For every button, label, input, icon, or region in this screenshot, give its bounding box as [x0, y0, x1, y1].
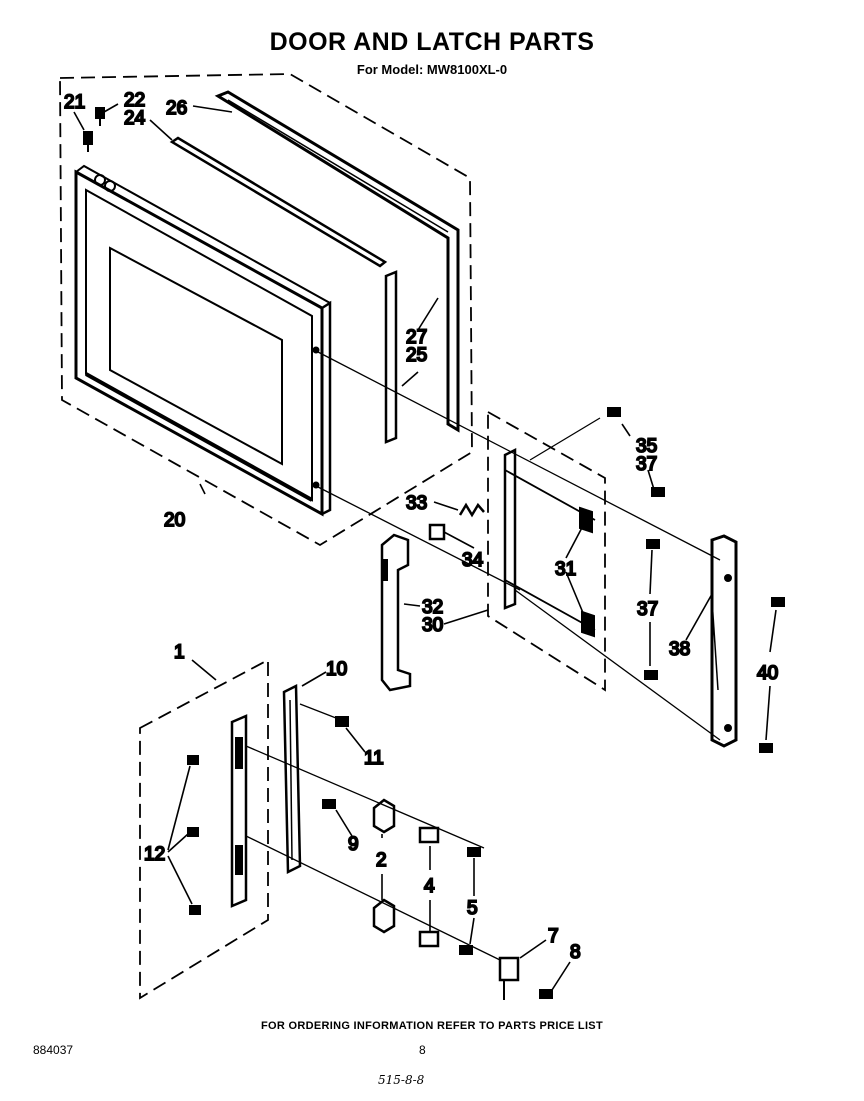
choke-strip-24: [172, 138, 385, 266]
callout-9: 9: [348, 834, 359, 855]
choke-seal-26-27: [218, 92, 458, 430]
callout-27: 27: [406, 327, 427, 348]
screws-12: [188, 756, 200, 914]
callout-7: 7: [548, 926, 559, 947]
screw-40-bottom: [760, 744, 772, 752]
screw-8: [540, 990, 552, 998]
callout-12: 12: [144, 844, 165, 865]
screw-9: [323, 800, 335, 808]
callout-31: 31: [555, 559, 576, 580]
callout-8: 8: [570, 942, 581, 963]
screw-35: [530, 408, 620, 460]
callout-33: 33: [406, 493, 427, 514]
callout-38: 38: [669, 639, 690, 660]
page-number: 8: [419, 1043, 426, 1057]
callout-25: 25: [406, 345, 427, 366]
page-title: DOOR AND LATCH PARTS: [269, 28, 595, 56]
callout-37-mid: 37: [637, 599, 658, 620]
bracket-10: [284, 686, 300, 872]
switch-7: [500, 958, 518, 1000]
actuator-2: [374, 800, 394, 932]
hinge-plate-1: [232, 716, 246, 906]
callout-10: 10: [326, 659, 347, 680]
callout-22: 22: [124, 90, 145, 111]
seal-strip-25: [386, 272, 396, 442]
callout-26: 26: [166, 98, 187, 119]
latch-plate-30: [505, 450, 595, 630]
latch-lever-34: [430, 525, 444, 539]
handwritten-note: 515-8-8: [378, 1073, 425, 1087]
callout-30: 30: [422, 615, 443, 636]
callout-40: 40: [757, 663, 778, 684]
handle-cover-38: [712, 536, 736, 746]
door-frame-20: [76, 166, 330, 514]
door-assembly-boundary: [60, 74, 472, 545]
callout-1: 1: [174, 642, 185, 663]
spring-33: [460, 505, 484, 515]
screw-22: [96, 108, 104, 126]
callout-34: 34: [462, 550, 484, 571]
callout-32: 32: [422, 597, 443, 618]
ordering-note: FOR ORDERING INFORMATION REFER TO PARTS …: [261, 1020, 603, 1032]
latch-assembly-boundary: [488, 412, 605, 690]
screw-5: [460, 848, 480, 954]
screw-40-top: [772, 598, 784, 606]
document-number: 884037: [33, 1043, 74, 1057]
callout-2: 2: [376, 850, 387, 871]
screw-37-low: [645, 671, 657, 679]
callout-5: 5: [467, 898, 478, 919]
callout-21: 21: [64, 92, 85, 113]
screw-21: [84, 132, 92, 152]
screw-37-top: [652, 488, 664, 496]
screw-37-mid: [647, 540, 659, 548]
switch-4: [420, 828, 438, 946]
interlock-assembly-boundary: [140, 660, 268, 998]
handle-32: [382, 535, 410, 690]
callout-20: 20: [164, 510, 185, 531]
callout-24: 24: [124, 108, 146, 129]
callout-35: 35: [636, 436, 657, 457]
model-subtitle: For Model: MW8100XL-0: [356, 62, 508, 77]
leader-lines: [74, 104, 776, 990]
callout-37-top: 37: [636, 454, 657, 475]
callout-11: 11: [364, 748, 384, 769]
callout-4: 4: [424, 876, 435, 897]
screw-11: [336, 717, 348, 726]
